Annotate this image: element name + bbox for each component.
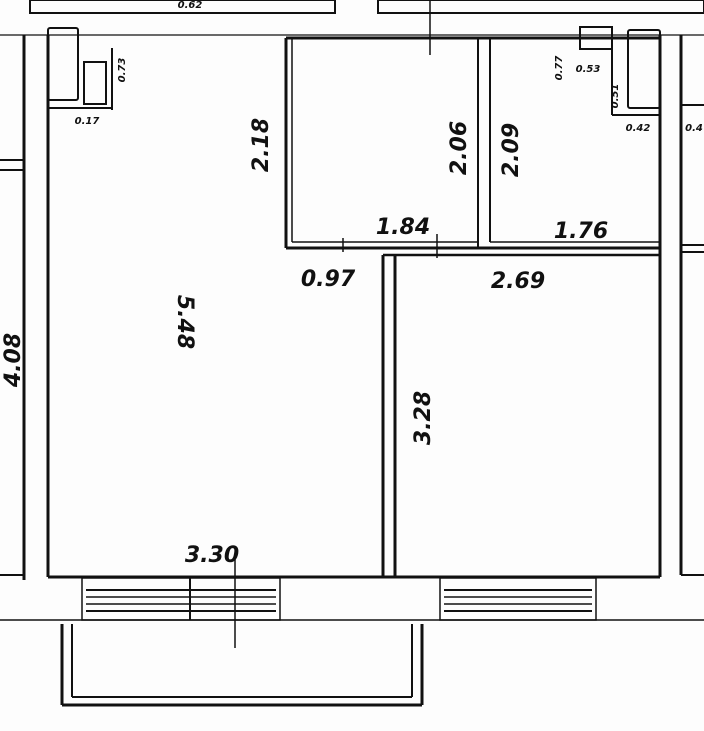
label-cabinet-b-4: 0.42 [626,123,651,134]
label-corridor-width: 0.97 [301,267,356,292]
label-room-left-length: 5.48 [172,295,197,349]
label-cabinet-b-2: 0.53 [576,64,601,75]
label-cabinet-b-3: 0.51 [610,84,621,109]
balcony [60,555,597,707]
dimension-labels: 3.30 5.48 2.18 0.97 1.84 2.06 1.76 2.09 … [1,0,703,568]
label-cabinet-b-1: 0.77 [554,56,565,81]
label-wc-height: 2.09 [499,123,524,177]
label-bath-width: 1.84 [376,215,430,240]
interior-walls [46,0,662,579]
label-neighbor-right-partial: 0.4 [685,123,703,134]
label-cabinet-a-depth: 0.73 [117,58,128,83]
label-room-left-top-height: 2.18 [249,118,274,172]
cabinets [47,26,661,116]
label-top: 0.62 [178,0,203,11]
label-room-right-length: 3.28 [411,391,436,445]
label-room-right-width: 2.69 [491,269,545,294]
label-wc-width: 1.76 [554,219,608,244]
label-room-left-width: 3.30 [185,543,239,568]
label-cabinet-a-width: 0.17 [75,116,100,127]
label-bath-height: 2.06 [447,121,472,175]
label-neighbor-left: 4.08 [1,333,26,388]
